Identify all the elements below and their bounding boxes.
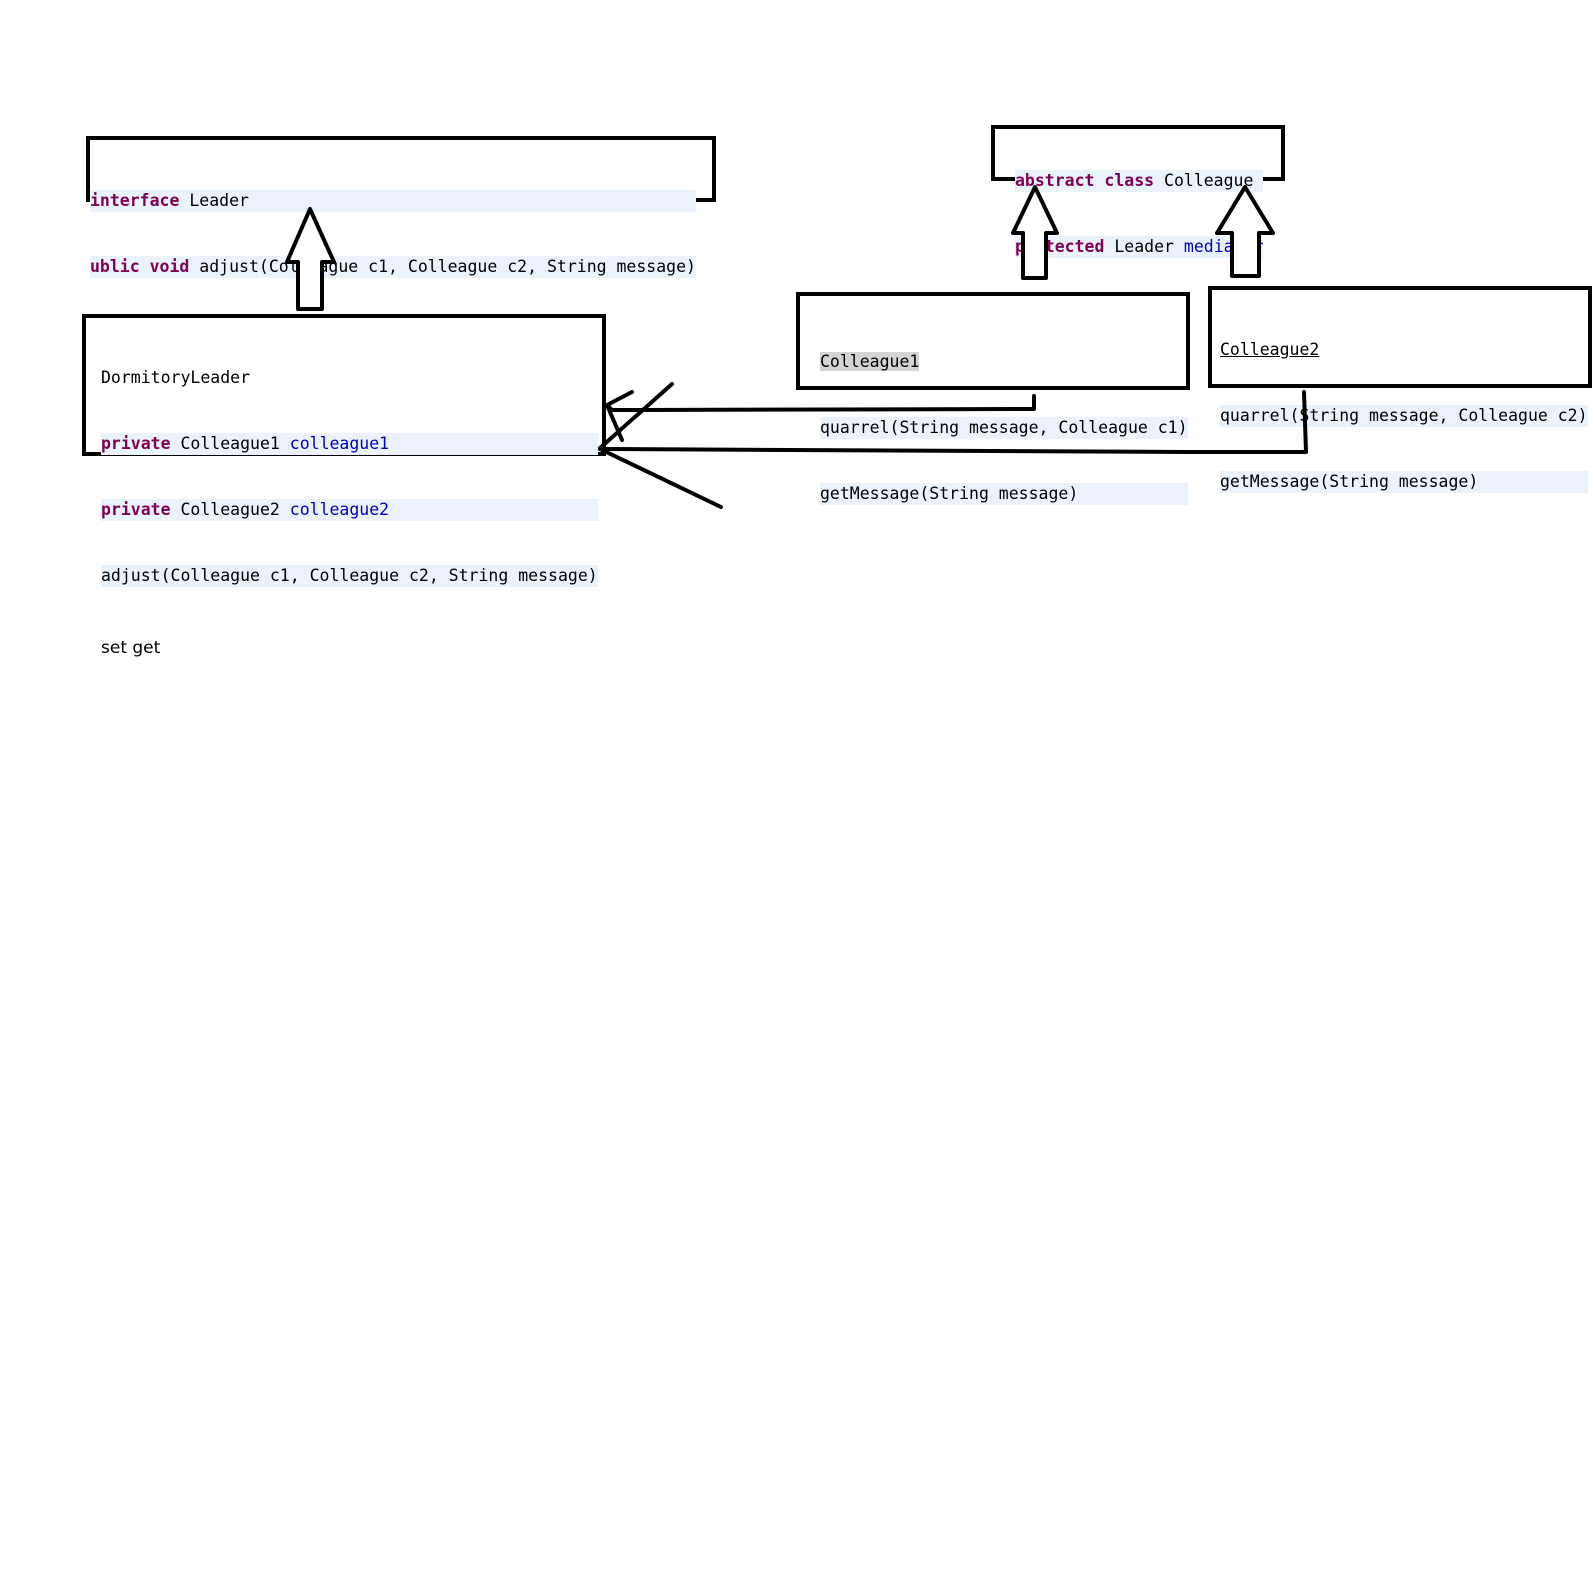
colleague-field-keyword: protected — [1015, 237, 1105, 256]
colleague1-box: Colleague1 quarrel(String message, Colle… — [796, 292, 1190, 505]
colleague-field-name: mediator — [1183, 237, 1264, 256]
dormitory-title: DormitoryLeader — [101, 368, 251, 387]
colleague-abstract-box: abstract class Colleague protected Leade… — [991, 125, 1285, 258]
leader-method-keyword: ublic void — [90, 257, 190, 276]
dormitory-field-2: private Colleague2 colleague2 — [101, 499, 598, 521]
dormitory-method: adjust(Colleague c1, Colleague c2, Strin… — [101, 565, 598, 587]
colleague-keyword: abstract class — [1015, 171, 1155, 190]
colleague-line-2: protected Leader mediator — [1015, 236, 1264, 258]
colleague1-title: Colleague1 — [820, 352, 920, 371]
colleague-line-1: abstract class Colleague — [1015, 170, 1264, 192]
colleague2-title: Colleague2 — [1220, 340, 1320, 359]
dormitory-accessors: set get — [101, 638, 161, 658]
leader-name: Leader — [189, 191, 249, 210]
leader-line-2: ublic void adjust(Colleague c1, Colleagu… — [90, 256, 696, 278]
dormitory-field-1: private Colleague1 colleague1 — [101, 433, 598, 455]
colleague1-title-line: Colleague1 — [820, 351, 1188, 373]
colleague2-title-line: Colleague2 — [1220, 339, 1588, 361]
leader-method-signature: adjust(Colleague c1, Colleague c2, Strin… — [199, 257, 696, 276]
association-line-colleague1-diagonal — [598, 382, 674, 450]
colleague-field-type: Leader — [1114, 237, 1174, 256]
association-arrowhead-colleague1 — [605, 390, 634, 442]
colleague2-box: Colleague2 quarrel(String message, Colle… — [1208, 286, 1592, 493]
colleague1-method-1: quarrel(String message, Colleague c1) — [820, 417, 1188, 439]
colleague2-method-1: quarrel(String message, Colleague c2) — [1220, 405, 1588, 427]
leader-interface-box: interface Leader ublic void adjust(Colle… — [86, 136, 716, 278]
dormitory-leader-box: DormitoryLeader private Colleague1 colle… — [82, 314, 606, 658]
colleague-name: Colleague — [1164, 171, 1254, 190]
association-arrowhead-colleague2 — [598, 447, 723, 509]
colleague2-method-2: getMessage(String message) — [1220, 471, 1588, 493]
colleague1-method-2: getMessage(String message) — [820, 483, 1188, 505]
leader-keyword: interface — [90, 191, 180, 210]
leader-line-1: interface Leader — [90, 190, 696, 212]
